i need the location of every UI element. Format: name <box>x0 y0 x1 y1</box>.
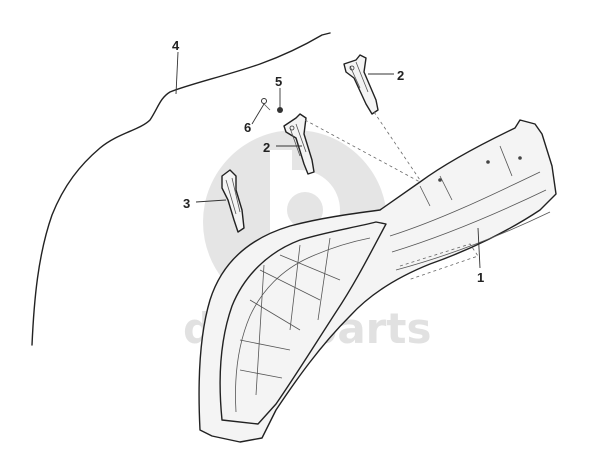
callout-3: 3 <box>183 196 190 211</box>
leader-lines <box>175 51 481 269</box>
callout-2-middle: 2 <box>263 140 270 155</box>
callout-4: 4 <box>172 38 180 53</box>
callout-2-upper: 2 <box>397 68 404 83</box>
bracket-part-middle <box>283 113 315 175</box>
callout-1: 1 <box>477 270 484 285</box>
seal-strip-part <box>31 32 331 346</box>
bracket-part-left <box>221 169 245 233</box>
wheel-arch-panel-part <box>198 119 557 443</box>
bracket-part-upper <box>343 54 379 115</box>
reference-line <box>304 119 421 183</box>
callout-6: 6 <box>244 120 251 135</box>
fastener-parts <box>261 98 283 113</box>
reference-line-2 <box>373 111 421 181</box>
callout-5: 5 <box>275 74 282 89</box>
